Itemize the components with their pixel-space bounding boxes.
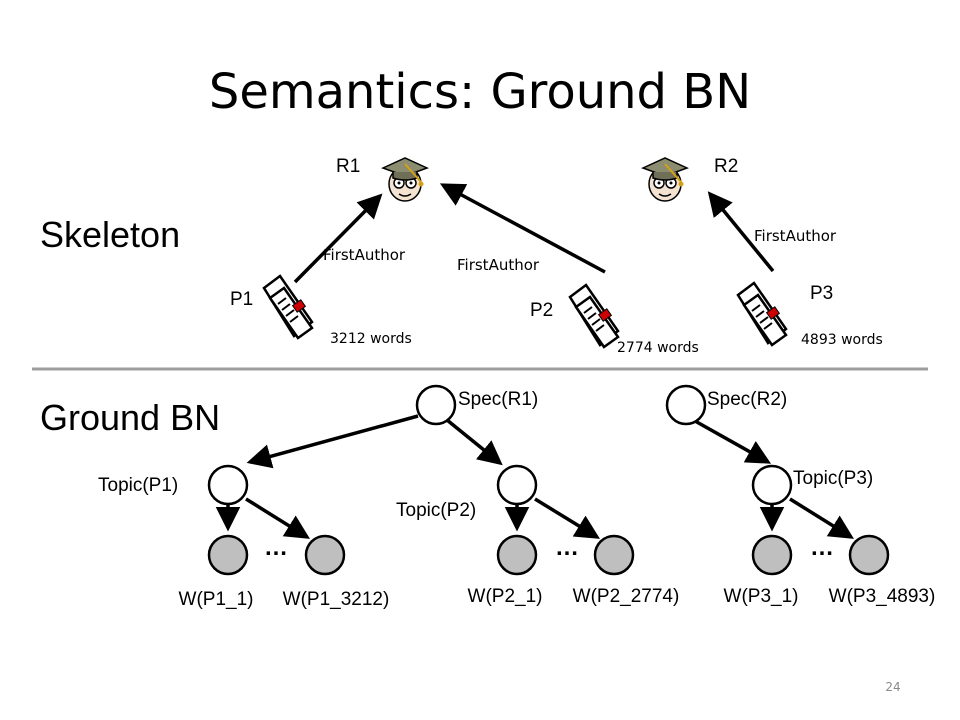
paper-p3-label: P3 — [810, 283, 833, 304]
paper-p3-word-count: 4893 words — [801, 332, 883, 348]
paper-p2: P2 2774 words — [530, 283, 699, 356]
relation-label: FirstAuthor — [457, 256, 540, 274]
firstauthor-edge-p2-r1 — [439, 183, 606, 274]
word-p1-last-label: W(P1_3212) — [283, 589, 390, 610]
document-icon — [262, 274, 314, 340]
word-p2-last-label: W(P2_2774) — [573, 586, 680, 607]
firstauthor-edge-p1-r1 — [293, 193, 383, 284]
researcher-graduate-icon — [382, 157, 428, 202]
word-p3-last-label: W(P3_4893) — [829, 586, 936, 607]
word-node-p1-last — [304, 534, 346, 576]
bn-edge-spec-r1-topic-p2 — [445, 418, 503, 466]
researcher-r2: R2 — [642, 156, 738, 202]
researcher-graduate-icon — [642, 157, 688, 202]
word-p1-first-label: W(P1_1) — [179, 589, 254, 610]
paper-p2-label: P2 — [530, 300, 553, 321]
relation-label: FirstAuthor — [323, 246, 406, 264]
word-node-p1-first — [207, 534, 249, 576]
word-node-p3-last — [848, 534, 890, 576]
page-number: 24 — [885, 680, 900, 694]
word-p3-first-label: W(P3_1) — [724, 586, 799, 607]
ground-bn-heading: Ground BN — [40, 397, 220, 438]
topic-p1-node — [207, 464, 249, 506]
word-ellipsis: … — [264, 534, 288, 561]
word-p2-first-label: W(P2_1) — [468, 586, 543, 607]
bn-edge-topic-p2-wlast — [534, 497, 600, 539]
spec-r1-node — [415, 384, 457, 426]
researcher-r1: R1 — [336, 156, 428, 202]
word-ellipsis: … — [555, 534, 579, 561]
paper-p1-label: P1 — [230, 289, 253, 310]
word-node-p2-first — [496, 534, 538, 576]
document-icon — [568, 283, 620, 349]
paper-p1: P1 3212 words — [230, 274, 412, 347]
bn-edge-topic-p3-wlast — [789, 497, 854, 539]
document-icon — [736, 281, 788, 347]
spec-r1-label: Spec(R1) — [458, 389, 538, 410]
spec-r2-node — [665, 384, 707, 426]
page-title: Semantics: Ground BN — [209, 64, 751, 120]
topic-p3-label: Topic(P3) — [793, 468, 873, 489]
topic-p3-node — [751, 464, 793, 506]
paper-p3: P3 4893 words — [736, 281, 883, 348]
word-node-p2-last — [593, 534, 635, 576]
paper-p2-word-count: 2774 words — [617, 340, 699, 356]
researcher-r1-label: R1 — [336, 156, 360, 177]
relation-label: FirstAuthor — [754, 227, 837, 245]
bn-edge-topic-p1-wlast — [245, 497, 310, 539]
topic-p2-label: Topic(P2) — [396, 500, 476, 521]
word-node-p3-first — [751, 534, 793, 576]
topic-p2-node — [496, 464, 538, 506]
word-ellipsis: … — [810, 534, 834, 561]
bn-edge-spec-r1-topic-p1 — [246, 414, 419, 469]
skeleton-heading: Skeleton — [40, 214, 180, 255]
bn-edge-spec-r2-topic-p3 — [694, 419, 772, 464]
firstauthor-edge-p3-r2 — [707, 191, 775, 273]
spec-r2-label: Spec(R2) — [707, 389, 787, 410]
topic-p1-label: Topic(P1) — [98, 475, 178, 496]
researcher-r2-label: R2 — [714, 156, 738, 177]
paper-p1-word-count: 3212 words — [330, 331, 412, 347]
